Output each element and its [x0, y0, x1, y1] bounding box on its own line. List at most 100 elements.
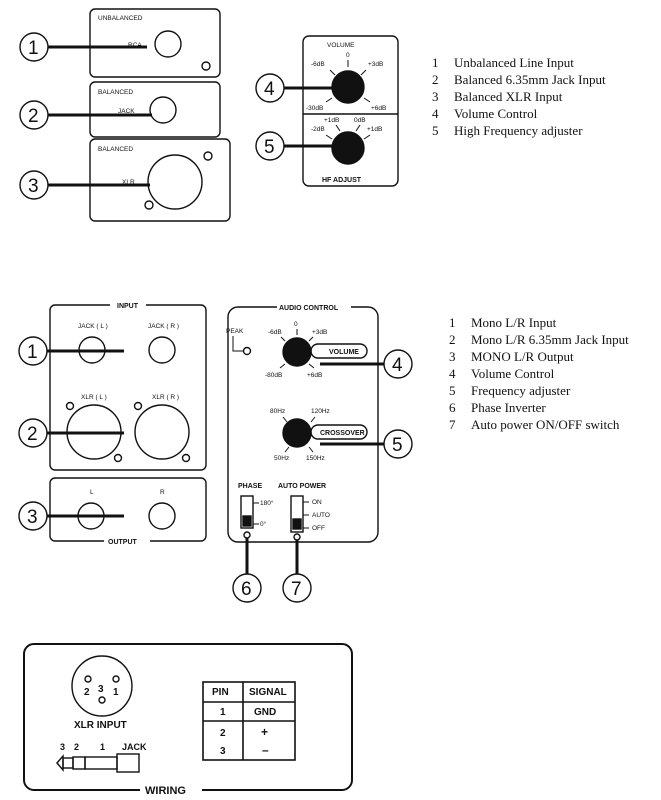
panel-2: INPUT JACK ( L ) JACK ( R ) XLR ( L ) XL… [18, 299, 413, 603]
callout-circle-7 [282, 573, 312, 603]
jack-pin-1: 1 [100, 742, 105, 752]
phase-switch[interactable] [240, 495, 254, 529]
vol-p3-label: +3dB [312, 329, 327, 336]
callout-6: 6 [241, 579, 252, 600]
callout-circle-3 [19, 170, 49, 200]
f120-label: 120Hz [311, 408, 330, 415]
table-header-signal: SIGNAL [249, 687, 287, 698]
xlr-l-label: XLR ( L ) [81, 394, 107, 401]
table-cell-signal-2: + [261, 725, 268, 739]
table-cell-pin-2: 2 [220, 728, 226, 739]
legend-num: 3 [432, 89, 439, 104]
callout-1: 1 [28, 38, 39, 59]
legend-text: Mono L/R Input [471, 315, 557, 330]
xlr-socket[interactable] [147, 154, 203, 210]
screw-hole [201, 61, 211, 71]
rca-socket[interactable] [154, 30, 182, 58]
jack-label: JACK [122, 742, 147, 752]
pin-signal-table [202, 681, 296, 761]
callout-circle-2 [18, 418, 48, 448]
auto-power-pivot [293, 533, 301, 541]
screw-hole [113, 453, 123, 463]
crossover-label: CROSSOVER [320, 430, 365, 437]
vol-m6-label: -6dB [311, 61, 325, 68]
jack-input-box [89, 81, 221, 138]
xlr-r-label: XLR ( R ) [152, 394, 179, 401]
peak-label: PEAK [226, 328, 244, 335]
xlr-pin [98, 696, 106, 704]
callout-4: 4 [264, 79, 275, 100]
vol-p6-label: +6dB [307, 372, 322, 379]
jack-r-socket[interactable] [148, 336, 176, 364]
legend-num: 4 [449, 366, 456, 381]
legend-text: High Frequency adjuster [454, 123, 583, 138]
output-box [49, 477, 207, 542]
f80-label: 80Hz [270, 408, 285, 415]
peak-led [242, 346, 252, 356]
xlr-pin [112, 675, 120, 683]
callout-circle-2 [19, 100, 49, 130]
callout-5: 5 [264, 137, 275, 158]
auto-power-switch-toggle [292, 518, 302, 530]
callout-3: 3 [27, 507, 38, 528]
xlr-input-label: XLR INPUT [74, 720, 127, 731]
callout-circle-5 [383, 429, 413, 459]
table-header-pin: PIN [212, 687, 229, 698]
callout-circle-1 [18, 336, 48, 366]
vol-m6-label: -6dB [268, 329, 282, 336]
out-r-label: R [160, 489, 165, 496]
auto-power-switch[interactable] [290, 495, 304, 533]
unbalanced-label: UNBALANCED [98, 15, 143, 22]
input-box [49, 304, 207, 471]
callout-5: 5 [392, 435, 403, 456]
legend-num: 2 [432, 72, 439, 87]
callout-2: 2 [28, 106, 39, 127]
screw-hole [65, 401, 75, 411]
hf-p1-label: +1dB [324, 117, 339, 124]
wiring-title: WIRING [145, 785, 186, 797]
legend-num: 1 [432, 55, 439, 70]
volume-label: VOLUME [327, 42, 355, 49]
callout-4: 4 [392, 355, 403, 376]
xlr-label: XLR [122, 179, 135, 186]
xlr-pin-3: 3 [98, 684, 104, 695]
crossover-tag [310, 424, 368, 440]
crossover-knob[interactable] [282, 418, 312, 448]
xlr-connector [71, 655, 133, 717]
legend-num: 6 [449, 400, 456, 415]
on-label: ON [312, 499, 322, 506]
table-cell-signal-1: GND [254, 707, 276, 718]
screw-hole [203, 151, 213, 161]
callout-circle-1 [19, 32, 49, 62]
volume-ticks [279, 329, 315, 369]
vol-0-label: 0 [294, 321, 298, 328]
legend-num: 7 [449, 417, 456, 432]
legend-text: Mono L/R 6.35mm Jack Input [471, 332, 629, 347]
phase-label: PHASE [238, 483, 262, 490]
phase-switch-toggle [242, 515, 252, 527]
callout-circle-5 [255, 131, 285, 161]
f50-label: 50Hz [274, 455, 289, 462]
hf-adjust-knob[interactable] [331, 131, 365, 165]
legend-num: 5 [449, 383, 456, 398]
screw-hole [181, 453, 191, 463]
volume-label: VOLUME [329, 349, 359, 356]
callout-circle-6 [232, 573, 262, 603]
wiring-panel: WIRING 2 3 1 XLR INPUT 3 2 1 JACK PIN S [23, 643, 353, 797]
callout-3: 3 [28, 176, 39, 197]
f150-label: 150Hz [306, 455, 325, 462]
auto-label: AUTO [312, 512, 330, 519]
xlr-r-socket[interactable] [134, 404, 190, 460]
out-r-socket[interactable] [148, 502, 176, 530]
jack-socket[interactable] [149, 96, 177, 124]
legend-num: 4 [432, 106, 439, 121]
phase-pivot [243, 531, 251, 539]
volume-knob[interactable] [282, 337, 312, 367]
